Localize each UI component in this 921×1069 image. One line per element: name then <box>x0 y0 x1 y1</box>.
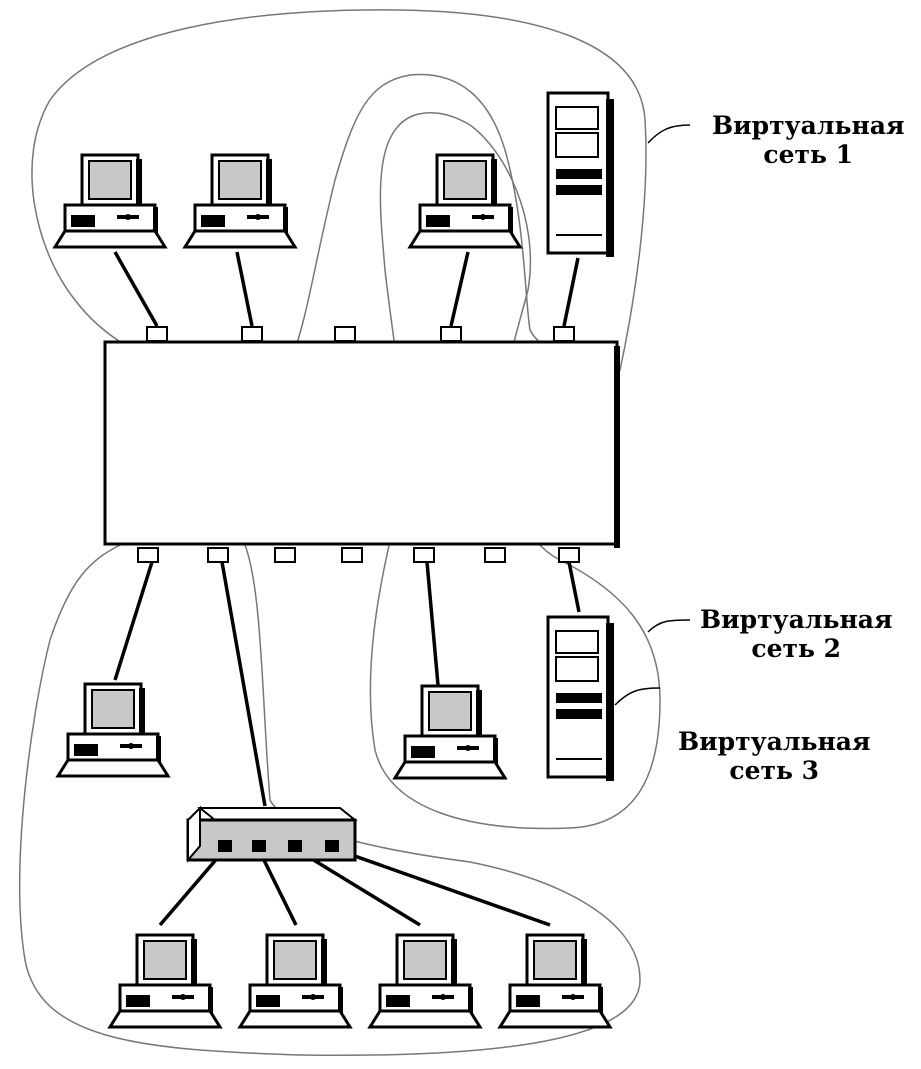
label-leaders <box>615 125 690 705</box>
vlan-1-label: Виртуальная сеть 1 <box>712 112 904 170</box>
switch-port <box>414 548 434 562</box>
pc-icon <box>185 155 295 247</box>
pc-icon <box>410 155 520 247</box>
vlan-1-label-line2: сеть 1 <box>712 141 904 170</box>
cable <box>332 848 550 925</box>
main-switch <box>105 327 620 562</box>
switch-port <box>485 548 505 562</box>
switch-port <box>335 327 355 341</box>
hub-port <box>218 840 232 852</box>
vlan-3-label-line1: Виртуальная <box>678 728 870 757</box>
pc-icon <box>395 686 505 778</box>
vlan-1-label-line1: Виртуальная <box>712 112 904 141</box>
switch-port <box>275 548 295 562</box>
cable <box>427 562 438 685</box>
switch-port <box>138 548 158 562</box>
cable <box>222 562 265 806</box>
cable <box>115 562 152 680</box>
switch-port <box>242 327 262 341</box>
pc-icon <box>370 935 480 1027</box>
pc-icon <box>240 935 350 1027</box>
cable <box>237 252 252 326</box>
switch-body <box>105 342 617 544</box>
switch-port <box>147 327 167 341</box>
switch-port <box>208 548 228 562</box>
hub-port <box>252 840 266 852</box>
vlan-3-label-line2: сеть 3 <box>678 757 870 786</box>
pc-icon <box>58 684 168 776</box>
vlan-2-label-line2: сеть 2 <box>700 635 892 664</box>
vlan-1-leader <box>648 125 690 143</box>
cable <box>115 252 157 326</box>
hub <box>188 808 355 860</box>
cable <box>451 252 468 326</box>
server-icon <box>548 93 614 257</box>
pc-icon <box>110 935 220 1027</box>
vlan-2-label: Виртуальная сеть 2 <box>700 606 892 664</box>
vlan-2-leader <box>648 620 690 632</box>
switch-port <box>342 548 362 562</box>
hub-port <box>325 840 339 852</box>
switch-port <box>441 327 461 341</box>
cable <box>564 258 578 326</box>
vlan-3-label: Виртуальная сеть 3 <box>678 728 870 786</box>
switch-port <box>554 327 574 341</box>
vlan-2-label-line1: Виртуальная <box>700 606 892 635</box>
server-icon <box>548 617 614 781</box>
vlan-3-leader <box>615 688 660 705</box>
pc-icon <box>500 935 610 1027</box>
hub-port <box>288 840 302 852</box>
switch-port <box>559 548 579 562</box>
pc-icon <box>55 155 165 247</box>
